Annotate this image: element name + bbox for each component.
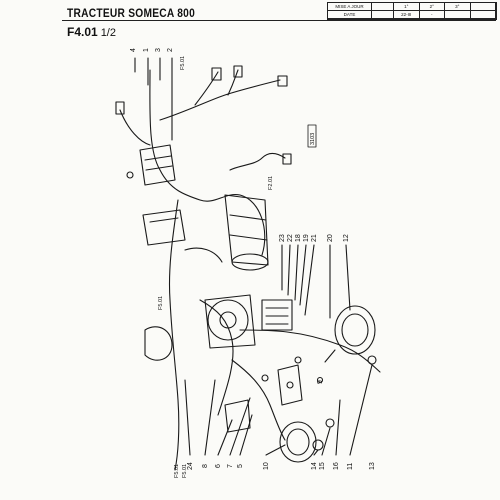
headlamp xyxy=(279,421,317,463)
ignition-switch xyxy=(224,399,251,433)
callout-7: 7 xyxy=(227,464,234,468)
callout-20: 20 xyxy=(327,234,334,242)
connector-ring xyxy=(126,171,134,179)
revision-cell: MISE A JOUR xyxy=(328,3,372,11)
connector-plug xyxy=(211,67,222,81)
callout-1: 1 xyxy=(143,48,150,52)
switch-bracket xyxy=(277,364,303,406)
wire-harness-main xyxy=(149,69,266,256)
horn xyxy=(144,326,173,361)
callout-18: 18 xyxy=(295,234,302,242)
voltage-regulator xyxy=(144,155,173,171)
plug-label-f501-bot1: F5.01 xyxy=(174,464,180,478)
nut xyxy=(316,376,324,384)
plug-label-f501-top: F5.01 xyxy=(180,56,186,70)
revision-cell: - xyxy=(419,11,445,19)
connector-plug xyxy=(115,101,125,115)
section-fraction: 1/2 xyxy=(100,27,116,39)
revision-cell xyxy=(470,3,496,11)
callout-19: 19 xyxy=(303,234,310,242)
starter-motor xyxy=(229,214,268,241)
revision-cell xyxy=(445,11,471,19)
revision-cell xyxy=(470,11,496,19)
callout-24: 24 xyxy=(187,462,194,470)
callout-11: 11 xyxy=(347,463,354,470)
callout-5: 5 xyxy=(237,464,244,468)
leader-line xyxy=(281,244,351,319)
wire-harness-branch xyxy=(194,71,219,106)
revision-cell: 1° xyxy=(394,3,420,11)
leader-line xyxy=(265,364,373,456)
leader-line xyxy=(184,379,253,456)
drawing-code: 3103 xyxy=(310,133,316,145)
header-rule xyxy=(62,20,496,21)
callout-10: 10 xyxy=(263,462,270,470)
callout-4: 4 xyxy=(130,48,137,52)
callout-2: 2 xyxy=(167,48,174,52)
callout-23: 23 xyxy=(279,234,286,242)
alternator xyxy=(204,294,256,349)
wire-harness-branch xyxy=(199,299,234,416)
wire-harness-branch xyxy=(168,199,180,471)
callout-6: 6 xyxy=(215,464,222,468)
callout-16: 16 xyxy=(333,462,340,470)
callout-9: 9 xyxy=(317,380,324,384)
connector-plug xyxy=(282,153,292,165)
revision-cell xyxy=(372,3,394,11)
plug-label-f201: F2.01 xyxy=(268,176,274,190)
leader-line xyxy=(134,57,173,141)
starter-motor xyxy=(224,194,269,266)
junction-block xyxy=(265,307,289,325)
callout-21: 21 xyxy=(311,234,318,242)
relay-box xyxy=(149,217,179,223)
callout-8: 8 xyxy=(202,464,209,468)
relay-box xyxy=(142,209,186,246)
headlamp xyxy=(341,313,369,347)
revision-table: MISE A JOUR 1° 2° 3° DATE 22-III - xyxy=(327,2,497,20)
revision-cell xyxy=(372,11,394,19)
callout-22: 22 xyxy=(287,234,294,242)
revision-cell: 22-III xyxy=(394,11,420,19)
washer xyxy=(367,355,377,365)
wire-harness-branch xyxy=(229,152,286,171)
callout-3: 3 xyxy=(155,48,162,52)
plug-label-f501-mid: F5.01 xyxy=(158,296,164,310)
drawing-code-box xyxy=(307,124,317,148)
headlamp-bracket xyxy=(324,349,336,363)
headlamp xyxy=(286,428,310,456)
washer xyxy=(312,439,324,451)
junction-block xyxy=(261,299,293,331)
page-title: TRACTEUR SOMECA 800 xyxy=(67,6,196,20)
alternator xyxy=(207,299,249,341)
revision-cell: 3° xyxy=(445,3,471,11)
switch-knob xyxy=(286,381,294,389)
headlamp xyxy=(334,305,376,355)
revision-cell: 2° xyxy=(419,3,445,11)
callout-13: 13 xyxy=(369,462,376,470)
wire-harness-branch xyxy=(239,329,381,373)
callout-12: 12 xyxy=(343,234,350,242)
wire-harness-branch xyxy=(159,79,281,121)
wire-harness-branch xyxy=(231,359,286,441)
callout-14: 14 xyxy=(311,462,318,470)
nut xyxy=(294,356,302,364)
wire-harness-branch xyxy=(119,109,151,146)
starter-motor xyxy=(231,253,269,271)
connector-plug xyxy=(233,65,243,78)
connector-plug xyxy=(277,75,288,87)
callout-15: 15 xyxy=(319,462,326,470)
wire-harness-branch xyxy=(227,69,239,96)
washer xyxy=(325,418,335,428)
alternator xyxy=(219,311,237,329)
voltage-regulator xyxy=(139,144,176,186)
plug-label-f501-bot2: F5.01 xyxy=(182,464,188,478)
section-code: F4.01 xyxy=(67,25,98,39)
revision-cell: DATE xyxy=(328,11,372,19)
nut xyxy=(261,374,269,382)
wire-harness-branch xyxy=(184,247,223,263)
